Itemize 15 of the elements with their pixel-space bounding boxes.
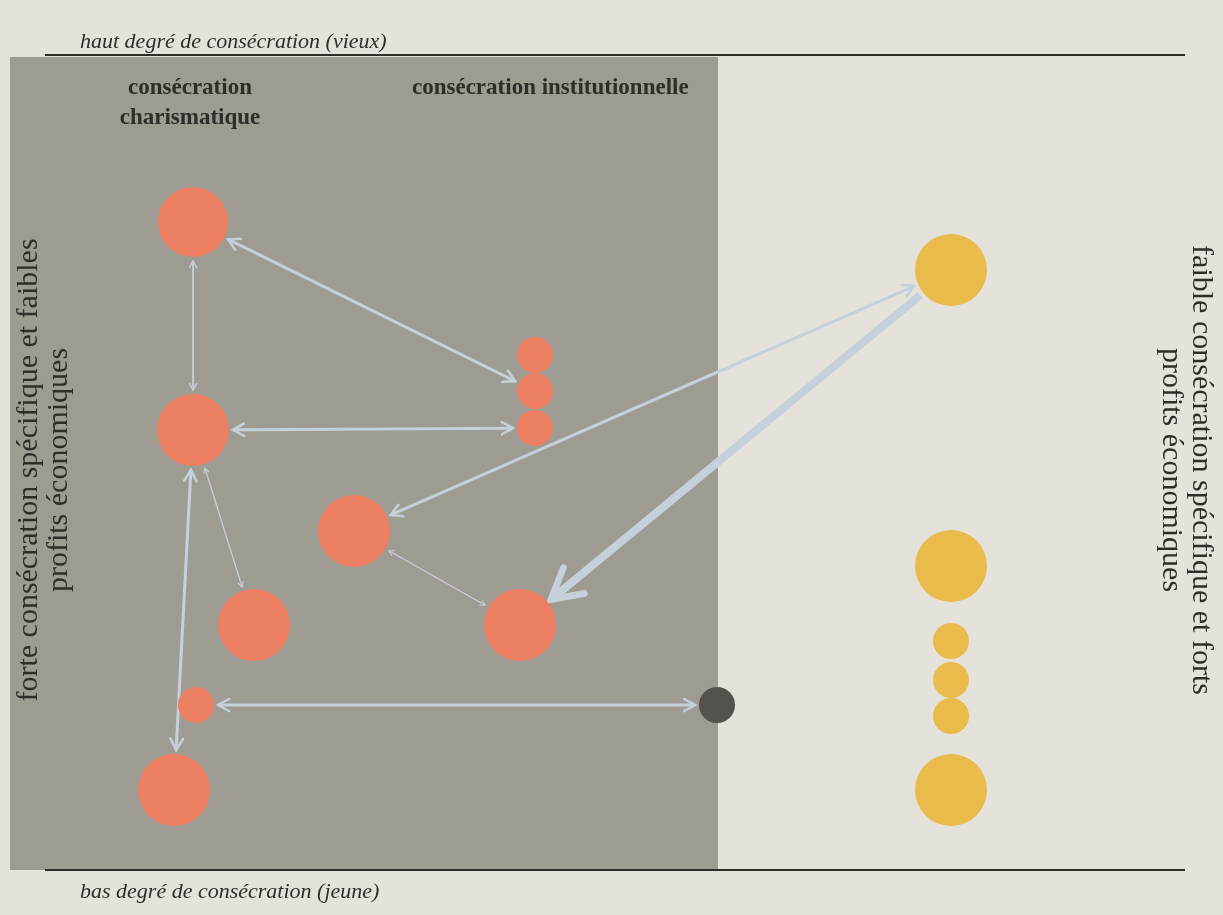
- axis-label: faible consécration spécifique et forts profits économiques: [1158, 244, 1218, 697]
- double-arrow: [169, 468, 198, 752]
- double-arrow: [231, 420, 515, 438]
- double-arrow: [188, 260, 198, 391]
- double-arrow: [389, 283, 916, 518]
- axis-label: haut degré de consécration (vieux): [80, 27, 387, 55]
- double-arrow: [388, 550, 486, 606]
- axis-label: bas degré de consécration (jeune): [80, 877, 380, 905]
- double-arrow: [216, 697, 697, 713]
- axis-label: consécration institutionnelle: [412, 73, 689, 101]
- axis-label: consécration charismatique: [118, 73, 262, 131]
- double-arrow: [203, 467, 244, 588]
- axis-label: forte consécration spécifique et faibles profits économiques: [12, 237, 72, 704]
- double-arrow: [226, 237, 517, 384]
- arrow: [547, 292, 923, 603]
